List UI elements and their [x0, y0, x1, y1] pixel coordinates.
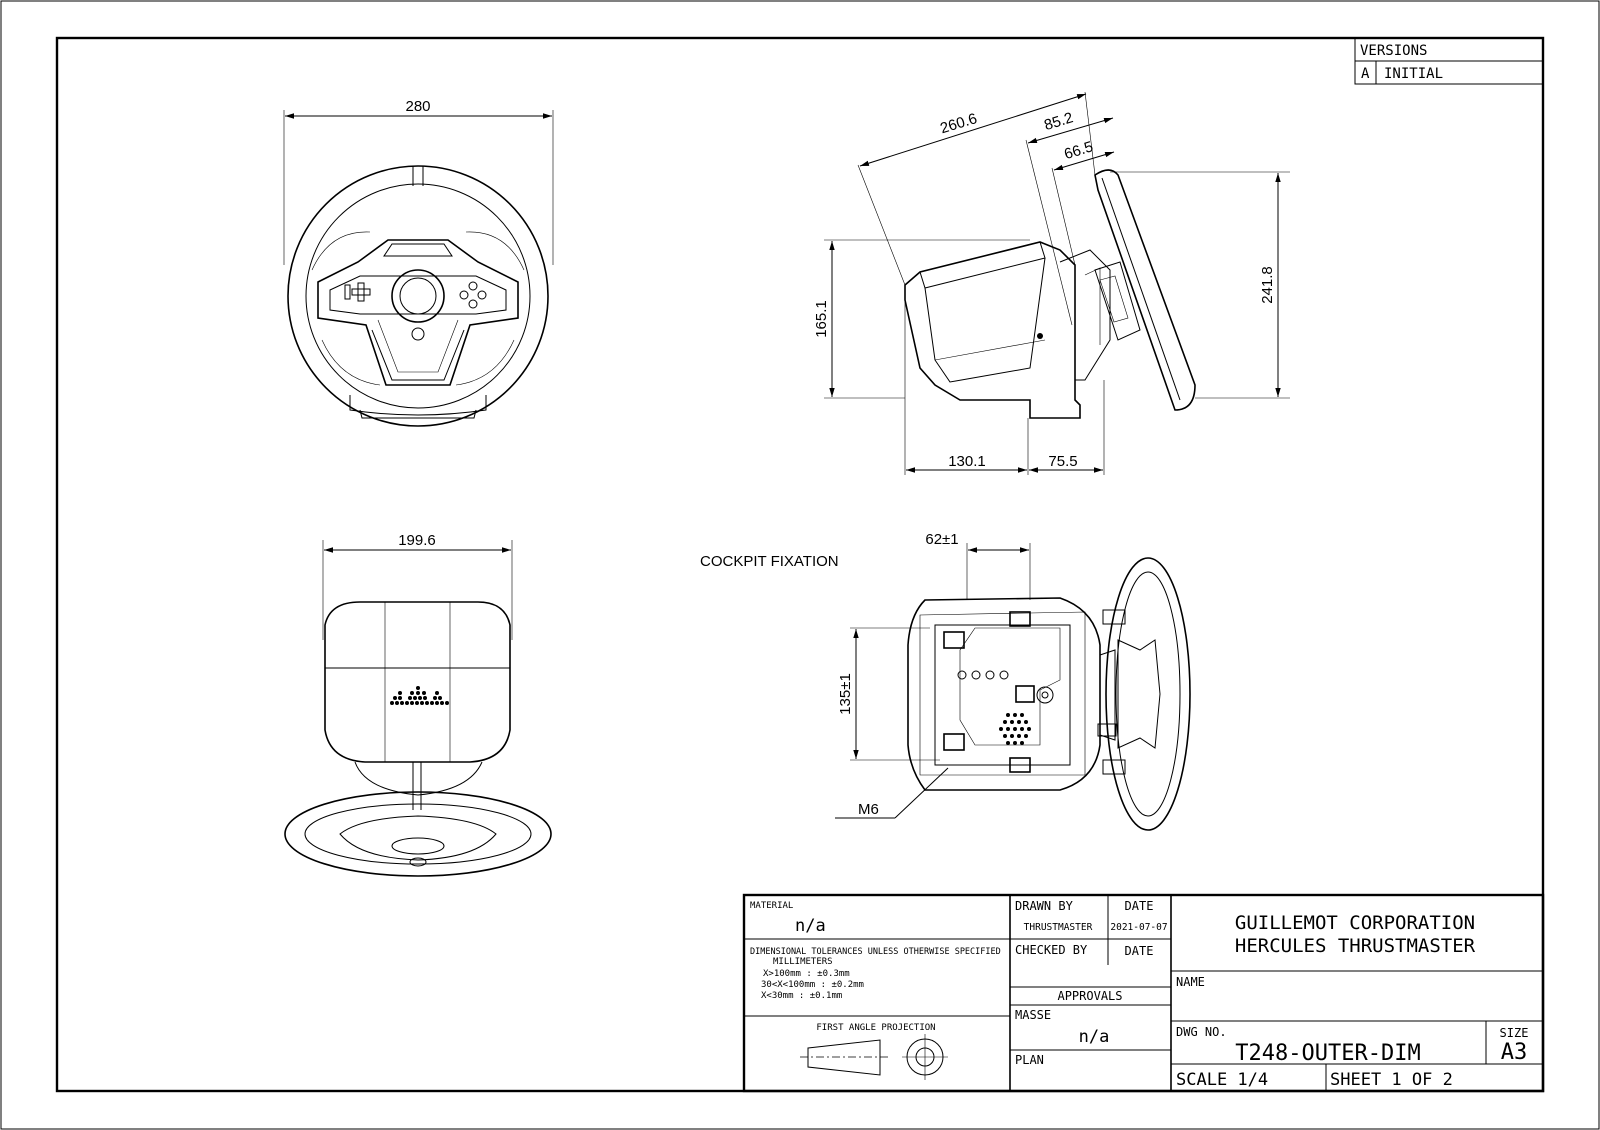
approvals-label: APPROVALS	[1057, 989, 1122, 1003]
material-value: n/a	[795, 916, 826, 936]
dim-side-height-base: 165.1	[813, 300, 830, 338]
tolerance-2: 30<X<100mm : ±0.2mm	[761, 980, 864, 990]
version-desc: INITIAL	[1384, 66, 1443, 82]
size-label: SIZE	[1500, 1026, 1529, 1040]
dim-fix-depth: 135±1	[837, 673, 854, 715]
date-label-2: DATE	[1125, 944, 1154, 958]
dim-side-overall: 260.6	[938, 110, 979, 137]
masse-label: MASSE	[1015, 1008, 1051, 1022]
drawn-by-label: DRAWN BY	[1015, 899, 1074, 913]
tolerance-title: DIMENSIONAL TOLERANCES UNLESS OTHERWISE …	[750, 947, 1001, 957]
dim-fix-thread: M6	[858, 801, 879, 818]
projection-label: FIRST ANGLE PROJECTION	[816, 1023, 935, 1033]
grille-dots	[390, 686, 449, 705]
masse-value: n/a	[1079, 1027, 1110, 1047]
dwg-value: T248-OUTER-DIM	[1235, 1041, 1420, 1066]
front-view: 280	[283, 98, 554, 427]
version-rev: A	[1361, 66, 1370, 82]
dim-front-width: 280	[405, 98, 430, 115]
checked-by-label: CHECKED BY	[1015, 943, 1088, 957]
material-label: MATERIAL	[750, 901, 793, 911]
company-name-2: HERCULES THRUSTMASTER	[1235, 935, 1476, 957]
top-view: 199.6	[284, 532, 552, 877]
date-label: DATE	[1125, 899, 1154, 913]
name-label: NAME	[1176, 975, 1205, 989]
tolerance-3: X<30mm : ±0.1mm	[761, 991, 842, 1001]
drawn-by-value: THRUSTMASTER	[1024, 922, 1093, 933]
cockpit-fixation-label: COCKPIT FIXATION	[700, 553, 839, 570]
dim-fix-spacing: 62±1	[925, 531, 958, 548]
scale-label: SCALE 1/4	[1176, 1070, 1268, 1090]
date-value: 2021-07-07	[1110, 922, 1167, 933]
size-value: A3	[1501, 1040, 1528, 1065]
company-name-1: GUILLEMOT CORPORATION	[1235, 912, 1475, 934]
side-view: 260.6 85.2 66.5 165.1 241.8 130.1 75.5	[813, 91, 1290, 475]
first-angle-projection-symbol	[800, 1034, 948, 1080]
tolerance-1: X>100mm : ±0.3mm	[763, 969, 850, 979]
versions-header: VERSIONS	[1360, 43, 1427, 59]
versions-table: VERSIONS A INITIAL	[1354, 37, 1544, 85]
dwg-label: DWG NO.	[1176, 1025, 1227, 1039]
cockpit-fixation-view: COCKPIT FIXATION 62±1 135±1 M6	[700, 531, 1191, 831]
dim-side-depth-base: 130.1	[948, 453, 986, 470]
dim-top-width: 199.6	[398, 532, 436, 549]
sheet-label: SHEET 1 OF 2	[1330, 1070, 1453, 1090]
dim-side-depth-clamp: 75.5	[1048, 453, 1077, 470]
plan-label: PLAN	[1015, 1053, 1044, 1067]
tolerance-units: MILLIMETERS	[773, 957, 833, 967]
dim-side-height-total: 241.8	[1259, 266, 1276, 304]
title-block: MATERIAL n/a DIMENSIONAL TOLERANCES UNLE…	[742, 893, 1545, 1093]
